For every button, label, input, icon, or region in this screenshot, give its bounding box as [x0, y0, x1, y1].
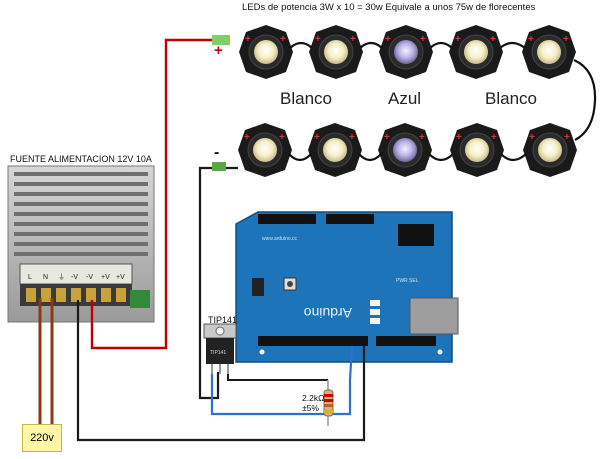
signal-wire: [210, 345, 354, 416]
led-1: + +: [239, 25, 293, 79]
resistor-label: 2.2kΩ ±5%: [302, 393, 342, 413]
svg-text:+: +: [314, 132, 320, 143]
positive-wire: [90, 38, 228, 350]
led-row-top: + + + + + + + + + +: [239, 25, 576, 79]
emitter-wire: [227, 372, 328, 381]
plus-terminal: [212, 35, 230, 45]
minus-terminal: [212, 162, 226, 171]
svg-text:+: +: [528, 34, 534, 45]
tip141-transistor: TIP141: [203, 323, 237, 374]
svg-text:+: +: [420, 34, 426, 45]
svg-text:+: +: [490, 34, 496, 45]
term-v3: +V: [101, 274, 110, 281]
term-N: N: [43, 274, 48, 281]
led-row-bottom: + + + + + + + + + +: [238, 123, 577, 177]
ground-wire: [76, 300, 366, 442]
led-group-label-white-1: Blanco: [280, 89, 332, 108]
tip141-marking: TIP141: [210, 350, 226, 356]
svg-text:+: +: [385, 34, 391, 45]
led-7: + +: [308, 123, 362, 177]
arduino-board: Arduino www.arduino.cc PWR SEL: [235, 211, 459, 363]
mains-220v-label: 220v: [22, 424, 62, 452]
led-group-label-white-2: Blanco: [485, 89, 537, 108]
svg-text:+: +: [315, 34, 321, 45]
svg-text:+: +: [456, 132, 462, 143]
board-silk: www.arduino.cc: [262, 236, 298, 242]
term-v1: -V: [71, 274, 78, 281]
svg-text:+: +: [384, 132, 390, 143]
resistor: [323, 380, 334, 426]
led-4: + +: [449, 25, 503, 79]
power-supply-label: FUENTE ALIMENTACION 12V 10A: [10, 154, 152, 164]
svg-text:+: +: [564, 132, 570, 143]
svg-text:+: +: [245, 34, 251, 45]
positive-polarity-label: +: [214, 42, 223, 59]
term-gnd: ⏚: [58, 273, 65, 281]
power-supply: L N ⏚ -V -V +V +V: [7, 165, 155, 323]
led-6: + +: [238, 123, 292, 177]
negative-polarity-label: -: [214, 144, 220, 161]
resistor-tolerance: ±5%: [302, 403, 319, 413]
board-jumper: PWR SEL: [396, 278, 419, 284]
led-9: + +: [450, 123, 504, 177]
led-2: + +: [309, 25, 363, 79]
svg-text:+: +: [529, 132, 535, 143]
svg-text:+: +: [279, 132, 285, 143]
svg-text:+: +: [280, 34, 286, 45]
svg-text:+: +: [419, 132, 425, 143]
resistor-value: 2.2kΩ: [302, 393, 325, 403]
term-v4: +V: [116, 274, 125, 281]
term-L: L: [28, 274, 32, 281]
svg-text:+: +: [350, 34, 356, 45]
svg-text:+: +: [563, 34, 569, 45]
led-8-blue: + +: [378, 123, 432, 177]
led-5: + +: [522, 25, 576, 79]
svg-text:+: +: [491, 132, 497, 143]
led-group-label-blue: Azul: [388, 89, 422, 108]
svg-text:+: +: [455, 34, 461, 45]
led-10: + +: [523, 123, 577, 177]
diagram-title: LEDs de potencia 3W x 10 = 30w Equivale …: [242, 2, 536, 13]
transistor-label: TIP141: [208, 315, 238, 325]
board-brand: Arduino: [304, 305, 352, 321]
svg-text:+: +: [244, 132, 250, 143]
term-v2: -V: [86, 274, 93, 281]
svg-text:+: +: [349, 132, 355, 143]
row-link-wire: [573, 58, 597, 141]
led-3-blue: + +: [379, 25, 433, 79]
